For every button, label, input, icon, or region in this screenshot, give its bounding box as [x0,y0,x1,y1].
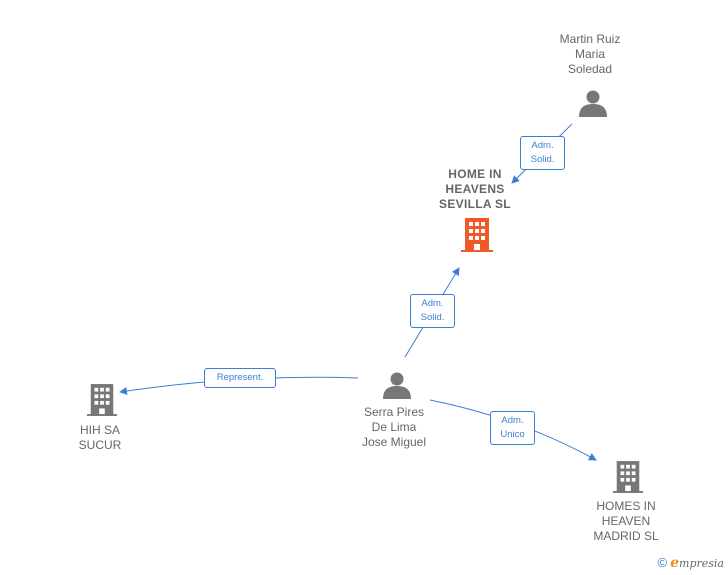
building-icon [87,384,117,416]
edge-label-martin-sevilla: Adm. Solid. [520,136,565,170]
edge-label-serra-hih: Represent. [204,368,276,388]
node-label-line: Jose Miguel [361,435,427,449]
node-label-line: Serra Pires [363,405,425,419]
person-icon [579,90,607,117]
person-icon [383,372,411,399]
node-label-line: Martin Ruiz [559,32,621,46]
building-icon [461,218,493,252]
node-martin-ruiz[interactable]: Martin Ruiz Maria Soledad [540,32,640,77]
node-label-line: HOMES IN [596,499,656,513]
node-label-line: HOME IN [448,167,502,181]
node-label-line: HEAVEN [601,514,651,528]
node-label-line: Soledad [567,62,613,76]
node-label-line: MADRID SL [593,529,659,543]
edge-label-serra-sevilla: Adm. Solid. [410,294,455,328]
node-label-line: SUCUR [78,438,122,452]
node-hih-sa-sucur[interactable]: HIH SA SUCUR [60,423,140,453]
edge-label-serra-madrid: Adm. Unico [490,411,535,445]
node-serra-pires[interactable]: Serra Pires De Lima Jose Miguel [344,405,444,450]
node-homes-in-heaven-madrid[interactable]: HOMES IN HEAVEN MADRID SL [576,499,676,544]
node-label-line: HEAVENS [445,182,505,196]
brand-e: e [670,555,680,571]
node-label-line: SEVILLA SL [439,197,511,211]
node-home-in-heavens-sevilla[interactable]: HOME IN HEAVENS SEVILLA SL [420,167,530,212]
node-label-line: De Lima [371,420,417,434]
brand-name: mpresia [679,557,724,570]
node-label-line: HIH SA [79,423,120,437]
brand-logo: ©empresia [658,555,724,571]
node-label-line: Maria [574,47,605,61]
copyright-icon: © [657,555,668,570]
building-icon [613,461,643,493]
